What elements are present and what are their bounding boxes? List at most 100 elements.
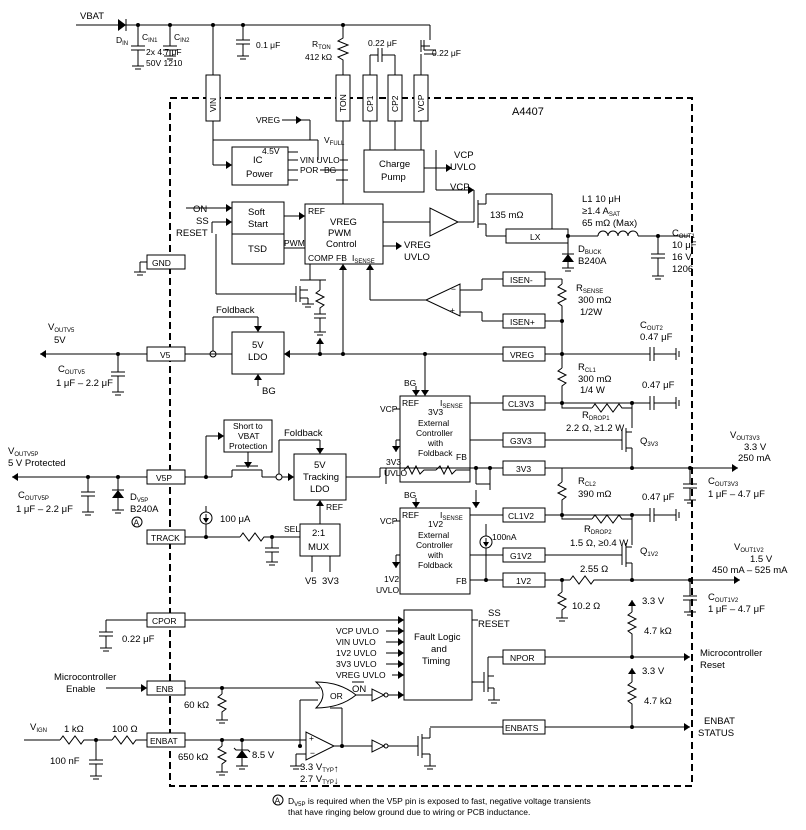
svg-text:1/2W: 1/2W — [580, 307, 602, 318]
hysteresis-comparator — [305, 731, 336, 761]
ic-power-section: VREG VFULL IC Power 4.5V VIN UVLO POR BG — [212, 115, 348, 186]
svg-text:3V3: 3V3 — [386, 457, 401, 467]
svg-text:5 V Protected: 5 V Protected — [8, 458, 66, 469]
svg-text:Charge: Charge — [379, 159, 410, 170]
svg-text:3V3: 3V3 — [516, 464, 531, 474]
svg-text:VBAT: VBAT — [238, 431, 260, 441]
vreg-in-label: VREG — [256, 115, 280, 125]
tsd-block — [231, 233, 285, 265]
svg-text:Controller: Controller — [416, 428, 453, 438]
svg-text:BG: BG — [262, 386, 276, 397]
svg-text:Foldback: Foldback — [284, 428, 323, 439]
charge-pump-block — [363, 149, 425, 193]
svg-text:External: External — [418, 418, 449, 428]
svg-text:Tracking: Tracking — [303, 472, 339, 483]
svg-text:FB: FB — [456, 452, 467, 462]
svg-text:MUX: MUX — [308, 542, 330, 553]
svg-text:100nA: 100nA — [492, 532, 517, 542]
svg-text:DBUCK: DBUCK — [578, 244, 602, 256]
svg-text:G3V3: G3V3 — [510, 436, 532, 446]
svg-text:and: and — [431, 644, 447, 655]
svg-text:VCP UVLO: VCP UVLO — [336, 626, 379, 636]
ldo-5v-block — [231, 331, 285, 375]
charge-pump-section: Charge Pump VCP UVLO VCP — [363, 121, 476, 194]
svg-text:5V: 5V — [252, 340, 264, 351]
svg-text:1 μF – 2.2 μF: 1 μF – 2.2 μF — [56, 378, 113, 389]
svg-text:ISENSE: ISENSE — [352, 253, 375, 265]
svg-text:ISENSE: ISENSE — [440, 398, 463, 410]
svg-text:REF: REF — [402, 398, 419, 408]
ctrl-1v2-section: REF ISENSE 1V2 External Controller with … — [376, 468, 788, 622]
svg-text:with: with — [427, 438, 443, 448]
svg-text:BG: BG — [404, 378, 416, 388]
svg-text:650 kΩ: 650 kΩ — [178, 752, 208, 763]
svg-text:VCP: VCP — [416, 94, 426, 112]
svg-text:VIN UVLO: VIN UVLO — [336, 637, 376, 647]
svg-text:Q1V2: Q1V2 — [640, 546, 659, 558]
gate-driver — [429, 207, 460, 237]
svg-text:Reset: Reset — [700, 660, 725, 671]
svg-text:A: A — [134, 518, 140, 528]
reset-label: RESET — [176, 228, 208, 239]
svg-text:300 mΩ: 300 mΩ — [578, 374, 612, 385]
cvcp-value: 0.22 μF — [432, 48, 461, 58]
cin1-label: CIN1 — [142, 32, 158, 44]
svg-text:VOUT1V2: VOUT1V2 — [734, 542, 764, 554]
svg-text:TON: TON — [338, 94, 348, 112]
dbuck-diode — [562, 254, 574, 262]
svg-text:CL1V2: CL1V2 — [508, 511, 534, 521]
svg-text:VOUTV5P: VOUTV5P — [8, 446, 38, 458]
enable-section: Microcontroller Enable ENB 60 kΩ OR ON V… — [24, 672, 735, 787]
svg-text:COUT3V3: COUT3V3 — [708, 476, 739, 488]
isense-amp — [424, 283, 461, 317]
svg-text:3.3 VTYP↑: 3.3 VTYP↑ — [300, 762, 339, 775]
svg-text:Power: Power — [246, 169, 273, 180]
svg-text:100 Ω: 100 Ω — [112, 724, 138, 735]
din-label: DIN — [116, 35, 128, 47]
svg-text:3V3: 3V3 — [428, 407, 443, 417]
svg-text:1 μF – 4.7 μF: 1 μF – 4.7 μF — [708, 604, 765, 615]
svg-text:FB: FB — [456, 576, 467, 586]
svg-text:COUTV5: COUTV5 — [58, 364, 86, 376]
soft-start-block — [231, 201, 285, 235]
footnote: A DV5P is required when the V5P pin is e… — [272, 794, 591, 817]
or-gate — [314, 681, 357, 709]
svg-text:0.47 μF: 0.47 μF — [642, 492, 675, 503]
zener-85v — [236, 750, 248, 758]
svg-text:1V2: 1V2 — [384, 574, 399, 584]
l1-inductor — [597, 230, 639, 237]
svg-text:with: with — [427, 550, 443, 560]
svg-text:ISEN+: ISEN+ — [510, 317, 535, 327]
rton-label: RTON — [312, 39, 331, 51]
svg-text:Enable: Enable — [66, 684, 96, 695]
svg-text:Protection: Protection — [229, 441, 268, 451]
svg-text:100 μA: 100 μA — [220, 514, 251, 525]
rton-value: 412 kΩ — [305, 52, 332, 62]
svg-text:ENBAT: ENBAT — [150, 736, 178, 746]
svg-text:REF: REF — [326, 502, 343, 512]
svg-text:RESET: RESET — [478, 619, 510, 630]
svg-text:UVLO: UVLO — [404, 252, 430, 263]
svg-text:UVLO: UVLO — [450, 162, 476, 173]
svg-text:4.7 kΩ: 4.7 kΩ — [644, 696, 672, 707]
rdson-label: 135 mΩ — [490, 210, 524, 221]
svg-text:V5: V5 — [160, 350, 171, 360]
vcp-int-label: VCP — [450, 182, 470, 193]
svg-text:SS: SS — [488, 608, 501, 619]
v45-label: 4.5V — [262, 146, 280, 156]
svg-text:2.55 Ω: 2.55 Ω — [580, 564, 608, 575]
svg-text:ENB: ENB — [156, 684, 174, 694]
svg-text:TSD: TSD — [248, 244, 267, 255]
svg-text:5V: 5V — [314, 460, 326, 471]
svg-text:Pump: Pump — [381, 172, 406, 183]
buck-output: LX L1 10 μH ≥1.4 ASAT 65 mΩ (Max) DBUCK … — [366, 194, 697, 354]
svg-text:Foldback: Foldback — [418, 560, 453, 570]
svg-text:1.5 Ω, ≥0.4 W: 1.5 Ω, ≥0.4 W — [570, 538, 628, 549]
svg-text:CL3V3: CL3V3 — [508, 399, 534, 409]
svg-text:1 μF – 2.2 μF: 1 μF – 2.2 μF — [16, 504, 73, 515]
svg-text:1V2: 1V2 — [428, 519, 443, 529]
svg-text:+: + — [309, 733, 314, 743]
svg-text:A: A — [275, 796, 281, 806]
pwm-control-block — [304, 203, 384, 265]
